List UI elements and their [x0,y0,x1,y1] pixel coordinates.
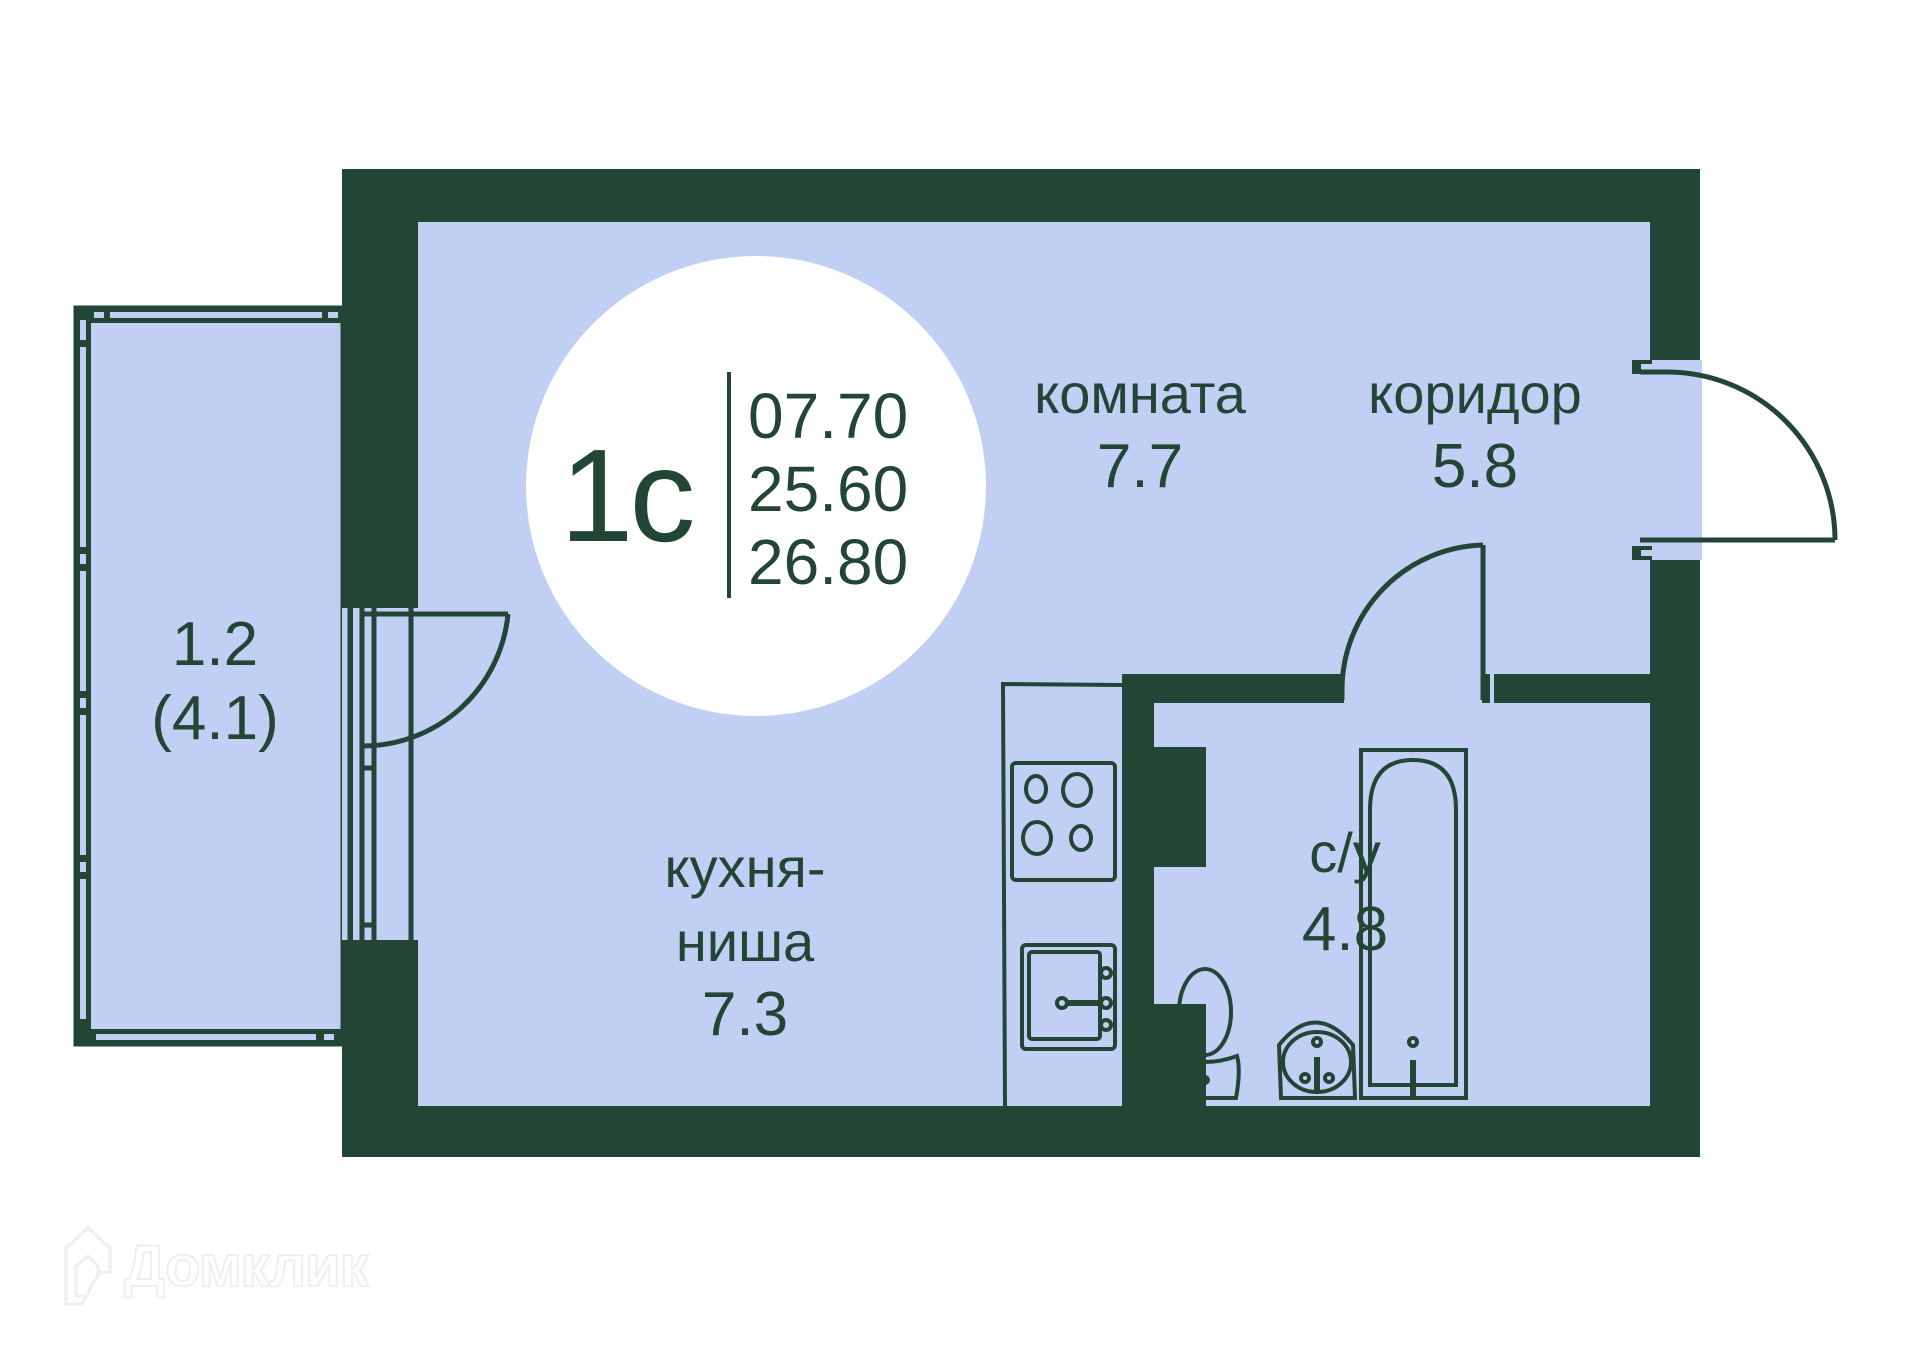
bathroom-name: с/у [1309,821,1381,884]
info-badge-circle [526,256,986,716]
kitchen-name-line2: ниша [675,910,815,973]
kitchen-sink-icon [1020,943,1117,1051]
kitchen-counter [1000,681,1123,1107]
bathroom-area: 4.8 [1301,895,1389,964]
living-area: 07.70 [748,380,909,452]
washbasin-icon [1276,1020,1358,1100]
badge-divider [727,372,731,598]
room-area: 7.7 [1096,432,1184,501]
bathtub-icon [1359,748,1468,1100]
balcony-area-full: (4.1) [151,684,279,753]
corridor-label: коридор 5.8 [1340,366,1610,498]
corridor-name: коридор [1368,362,1582,425]
total-area: 25.60 [748,453,909,525]
corridor-area: 5.8 [1431,432,1519,501]
watermark-text: Домклик [123,1233,370,1300]
house-logo-icon [64,1226,112,1306]
room-label: комната 7.7 [1010,366,1270,498]
total-area-with-balcony: 26.80 [748,526,909,598]
bathroom-label: с/у 4.8 [1270,825,1420,961]
kitchen-label: кухня- ниша 7.3 [620,840,870,1046]
bathroom-door[interactable] [1336,542,1490,703]
balcony [73,305,344,1047]
watermark: Домклик [62,1226,370,1306]
kitchen-area: 7.3 [701,980,789,1049]
toilet-icon [1169,967,1241,1100]
balcony-area: 1.2 [171,610,259,679]
entry-door[interactable] [1632,360,1838,560]
balcony-door [342,600,511,954]
bathroom-walls [1122,674,1650,1106]
area-summary: 07.70 25.60 26.80 [748,380,908,599]
balcony-label: 1.2 (4.1) [120,614,310,750]
apartment-type: 1с [560,422,695,569]
room-name: комната [1034,362,1246,425]
stove-icon [1010,761,1117,882]
kitchen-name-line1: кухня- [664,836,826,899]
